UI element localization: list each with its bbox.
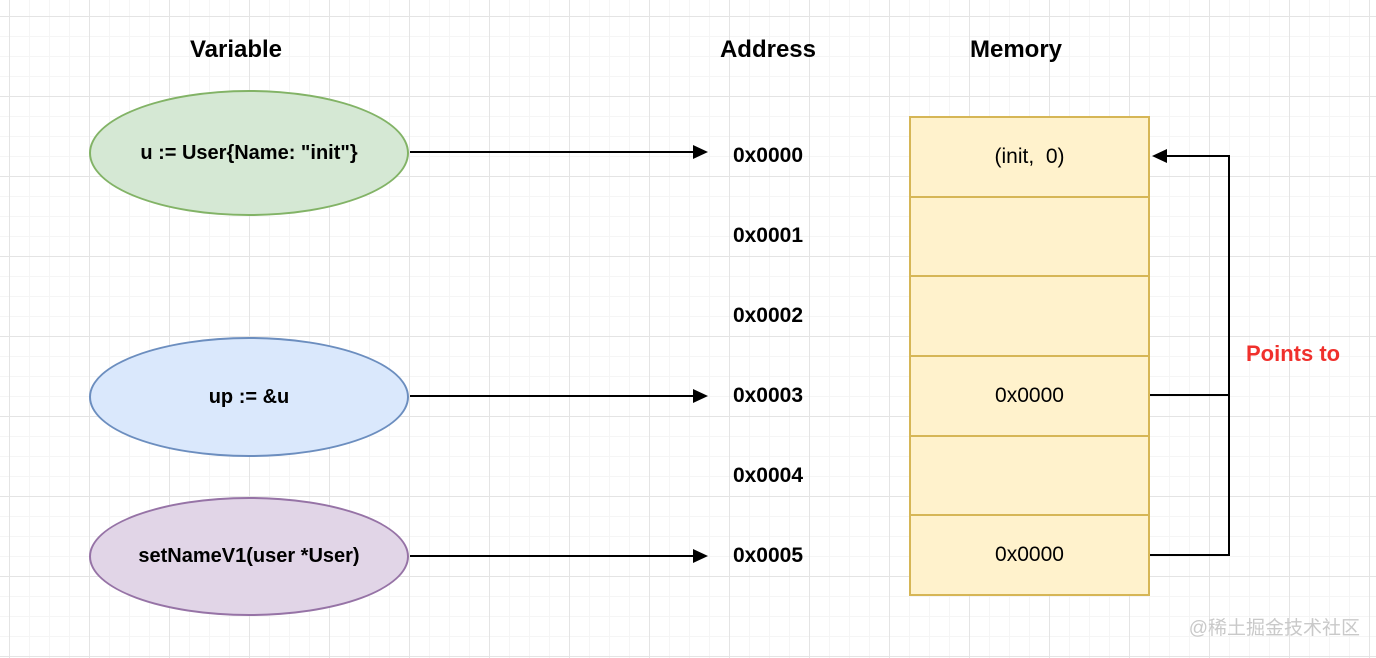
memory-cell-0x0004 <box>911 434 1148 515</box>
address-label-0x0003: 0x0003 <box>732 384 804 407</box>
points-to-arrowhead-icon <box>1152 149 1167 163</box>
arrow-u-to-0x0000-line <box>410 151 694 153</box>
memory-cell-0x0001 <box>911 195 1148 276</box>
address-column-header: Address <box>719 36 817 63</box>
memory-cell-0x0000: (init, 0) <box>994 144 1065 168</box>
variable-node-setnamev1: setNameV1(user *User) <box>89 497 409 616</box>
address-label-0x0004: 0x0004 <box>732 464 804 487</box>
memory-column-header: Memory <box>969 36 1063 63</box>
points-to-segment-from-0x0005 <box>1150 554 1230 556</box>
address-label-0x0005: 0x0005 <box>732 544 804 567</box>
variable-node-setnamev1-label: setNameV1(user *User) <box>138 545 360 567</box>
variable-node-up: up := &u <box>89 337 409 457</box>
memory-cell-0x0003: 0x0000 <box>911 355 1148 435</box>
address-label-0x0002: 0x0002 <box>732 304 804 327</box>
variable-node-u: u := User{Name: "init"} <box>89 90 409 216</box>
arrow-up-to-0x0003-line <box>410 395 694 397</box>
arrow-setnamev1-to-0x0005-line <box>410 555 694 557</box>
address-label-0x0000: 0x0000 <box>732 144 804 167</box>
points-to-vertical-segment <box>1228 155 1230 556</box>
memory-table: (init, 0) 0x0000 0x0000 <box>909 116 1150 596</box>
arrow-u-to-0x0000-head-icon <box>693 145 708 159</box>
variable-node-u-label: u := User{Name: "init"} <box>140 141 358 164</box>
memory-cell-0x0005: 0x0000 <box>911 514 1148 594</box>
memory-cell-0x0002 <box>911 275 1148 355</box>
address-label-0x0001: 0x0001 <box>732 224 804 247</box>
variable-column-header: Variable <box>189 36 283 63</box>
points-to-top-segment <box>1166 155 1230 157</box>
points-to-label: Points to <box>1246 341 1341 366</box>
variable-node-up-label: up := &u <box>208 385 290 408</box>
arrow-up-to-0x0003-head-icon <box>693 389 708 403</box>
watermark: @稀土掘金技术社区 <box>1188 618 1360 639</box>
points-to-segment-from-0x0003 <box>1150 394 1230 396</box>
arrow-setnamev1-to-0x0005-head-icon <box>693 549 708 563</box>
